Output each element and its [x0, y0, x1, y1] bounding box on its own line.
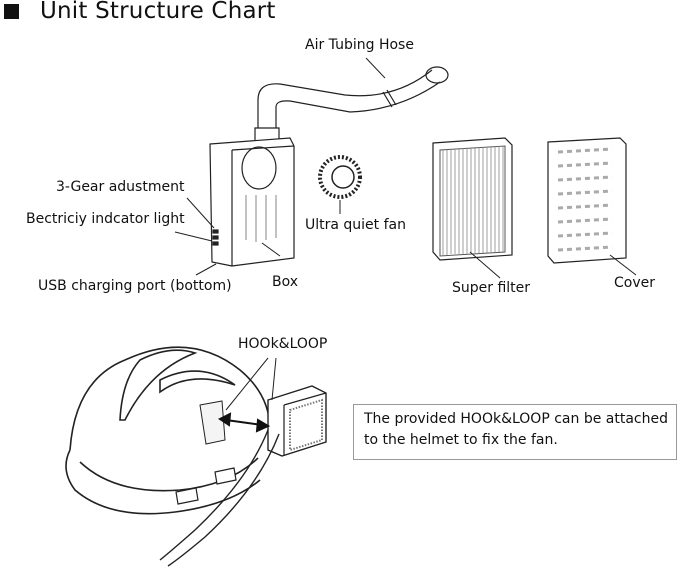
helmet-illustration	[65, 346, 271, 515]
label-indicator-light: Bectriciy indcator light	[26, 211, 185, 227]
note-box	[353, 404, 677, 460]
note-line-1: The provided HOOk&LOOP can be attached	[364, 411, 668, 427]
label-gear-adjustment: 3-Gear adustment	[56, 179, 185, 195]
label-air-tubing-hose: Air Tubing Hose	[305, 37, 414, 53]
label-cover: Cover	[614, 275, 655, 291]
leader-lines-top	[174, 57, 637, 279]
note-text: The provided HOOk&LOOP can be attached t…	[364, 409, 668, 451]
fan-illustration	[318, 155, 362, 199]
hook-loop-leaders	[225, 357, 277, 411]
hook-loop-arrow	[218, 412, 271, 433]
label-hook-loop: HOOk&LOOP	[238, 336, 328, 352]
helmet-fan-unit	[159, 385, 327, 567]
chart-title: Unit Structure Chart	[40, 0, 276, 24]
note-line-2: to the helmet to fix the fan.	[364, 432, 558, 448]
title-square-marker	[4, 4, 19, 19]
label-box: Box	[272, 274, 299, 290]
box-illustration	[209, 137, 295, 267]
label-usb-port: USB charging port (bottom)	[38, 278, 232, 294]
air-tubing-hose	[254, 66, 449, 142]
label-fan: Ultra quiet fan	[305, 217, 406, 233]
label-super-filter: Super filter	[452, 280, 531, 296]
super-filter-illustration	[432, 137, 513, 261]
cover-illustration	[547, 137, 627, 264]
